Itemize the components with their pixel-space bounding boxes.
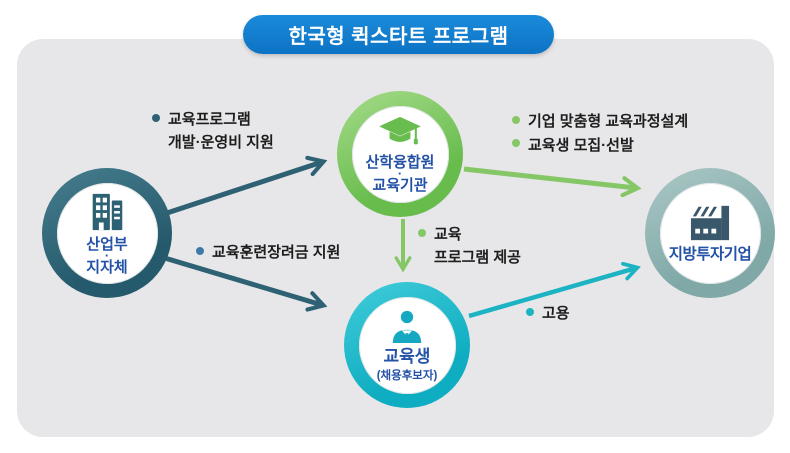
arrow-trainee-to-company — [468, 268, 636, 319]
node-trainee-body: 교육생 (채용후보자) — [358, 296, 456, 394]
edge-label-dev-support: 교육프로그램 개발·운영비 지원 — [152, 108, 274, 154]
bullet-icon — [512, 139, 520, 147]
node-institute-label: 산학융합원 · 교육기관 — [365, 154, 434, 194]
person-icon — [392, 310, 422, 343]
curriculum-item2: 교육생 모집·선발 — [528, 137, 634, 154]
node-ministry-label: 산업부 · 지자체 — [86, 236, 127, 276]
program-line1: 교육 — [434, 226, 462, 243]
building-icon — [92, 193, 123, 230]
node-institute-line1: 산학융합원 — [365, 153, 435, 171]
node-ministry-line1: 산업부 — [86, 235, 128, 253]
node-institute-body: 산학융합원 · 교육기관 — [351, 105, 449, 203]
dev-support-line2: 개발·운영비 지원 — [168, 134, 274, 151]
node-company-label: 지방투자기업 — [668, 246, 752, 263]
bullet-icon — [418, 229, 426, 237]
edge-label-program: 교육 프로그램 제공 — [418, 223, 521, 269]
incentive-label: 교육훈련장려금 지원 — [212, 244, 341, 261]
node-ministry: 산업부 · 지자체 — [42, 168, 172, 298]
node-trainee-name: 교육생 — [383, 346, 431, 366]
edge-label-incentive: 교육훈련장려금 지원 — [196, 241, 340, 264]
node-company-body: 지방투자기업 — [659, 182, 761, 284]
factory-icon — [690, 205, 730, 241]
node-ministry-line2: 지자체 — [86, 258, 128, 276]
employment-label: 고용 — [542, 305, 570, 322]
node-institute: 산학융합원 · 교육기관 — [337, 91, 463, 217]
node-trainee: 교육생 (채용후보자) — [344, 282, 470, 408]
arrow-ministry-to-institute — [166, 162, 322, 216]
diagram-title: 한국형 퀵스타트 프로그램 — [243, 15, 554, 54]
node-ministry-dot: · — [104, 247, 110, 263]
bullet-icon — [526, 308, 534, 316]
node-ministry-body: 산업부 · 지자체 — [56, 182, 158, 284]
arrow-institute-to-company — [463, 166, 636, 188]
dev-support-line1: 교육프로그램 — [168, 111, 251, 128]
bullet-icon — [512, 116, 520, 124]
edge-label-curriculum: 기업 맞춤형 교육과정설계 교육생 모집·선발 — [512, 110, 688, 157]
node-institute-line2: 교육기관 — [372, 176, 428, 194]
program-line2: 프로그램 제공 — [434, 249, 521, 266]
node-trainee-label: 교육생 (채용후보자) — [377, 347, 438, 383]
node-company: 지방투자기업 — [645, 168, 775, 298]
node-institute-dot: · — [397, 165, 403, 181]
node-trainee-sub: (채용후보자) — [376, 369, 438, 382]
bullet-icon — [152, 114, 160, 122]
diagram-title-label: 한국형 퀵스타트 프로그램 — [288, 26, 509, 48]
arrow-ministry-to-trainee — [157, 253, 322, 305]
edge-label-employment: 고용 — [526, 302, 570, 325]
curriculum-item1: 기업 맞춤형 교육과정설계 — [528, 113, 689, 130]
graduation-cap-icon — [379, 116, 421, 144]
bullet-icon — [196, 247, 204, 255]
